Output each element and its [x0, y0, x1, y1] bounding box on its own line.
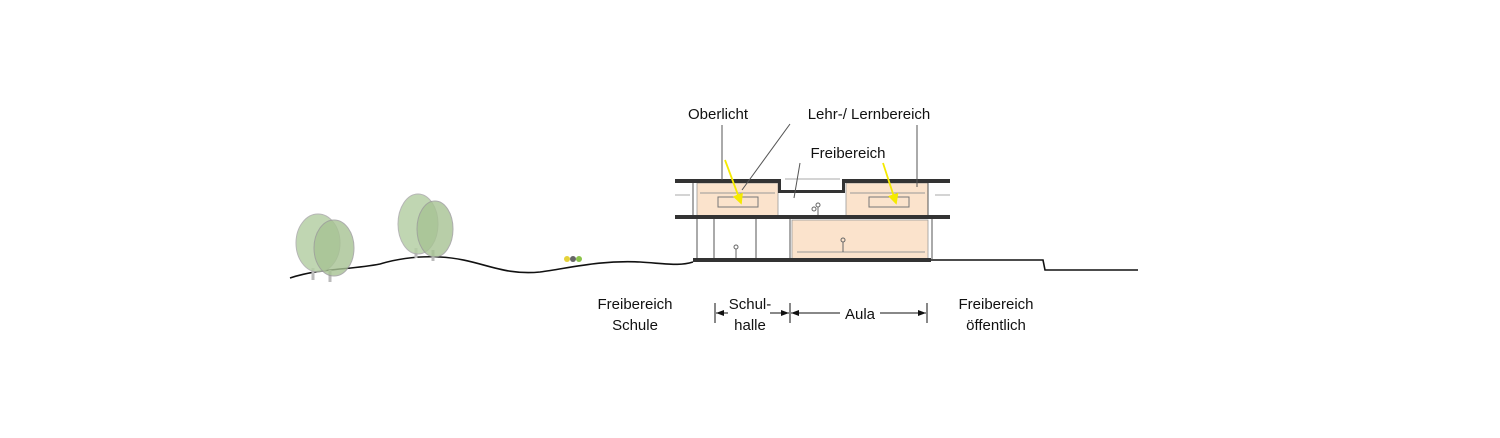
person-icon — [811, 202, 821, 215]
classroom-right — [845, 182, 929, 217]
label-lehr-lernbereich: Lehr-/ Lernbereich — [808, 106, 931, 123]
person-icon — [840, 237, 846, 252]
zone-schulhalle-2: halle — [734, 317, 766, 334]
label-freibereich: Freibereich — [810, 145, 885, 162]
zone-freibereich-schule-2: Schule — [612, 317, 658, 334]
tree-icon — [397, 193, 454, 261]
person-icon — [733, 244, 739, 258]
walls — [675, 178, 950, 259]
zone-freibereich-oeffentlich-1: Freibereich — [958, 296, 1033, 313]
zone-aula: Aula — [845, 306, 876, 323]
zone-freibereich-schule-1: Freibereich — [597, 296, 672, 313]
tree-icon — [295, 213, 355, 282]
zone-schulhalle-1: Schul- — [729, 296, 772, 313]
classroom-left — [696, 182, 779, 217]
terrain-street — [930, 259, 1138, 271]
terrain-hill — [289, 255, 694, 279]
dimension-line — [714, 303, 928, 323]
arrow-icon — [724, 159, 743, 205]
zone-freibereich-oeffentlich-2: öffentlich — [966, 317, 1026, 334]
arrow-icon — [882, 162, 899, 205]
slabs — [675, 179, 950, 262]
people-group-icon — [564, 256, 582, 262]
aula-space — [791, 219, 929, 260]
leader-lines — [721, 123, 918, 199]
label-oberlicht: Oberlicht — [688, 106, 749, 123]
